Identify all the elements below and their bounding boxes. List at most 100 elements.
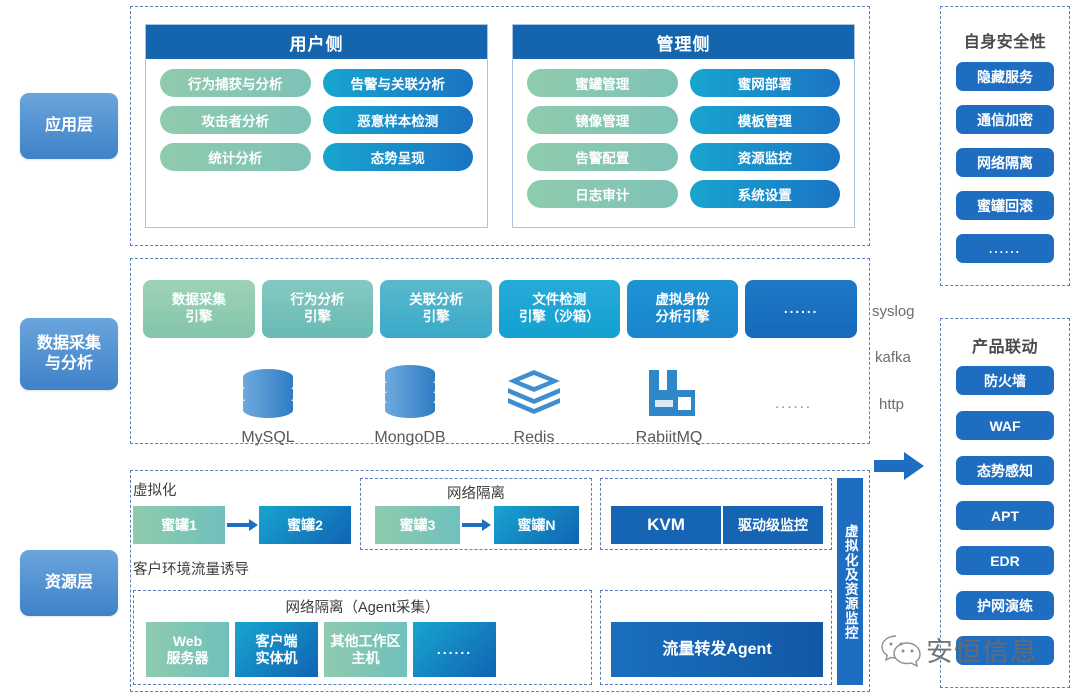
virtualization-resource-monitor-bar-label: 虚拟化及资源监控	[842, 523, 858, 640]
wechat-icon	[881, 634, 921, 667]
honeypot-n-label: 蜜罐N	[517, 516, 556, 533]
redis-stack-icon	[508, 370, 560, 414]
database-rabbitmq-label: RabiitMQ	[635, 429, 703, 446]
linkage-item-cyber-drill[interactable]: 护网演练	[956, 591, 1054, 620]
engine-data-collection[interactable]: 数据采集 引擎	[143, 280, 255, 338]
security-item-network-isolation[interactable]: 网络隔离	[956, 148, 1054, 177]
database-rabbitmq: RabiitMQ	[625, 366, 713, 447]
security-item-honeypot-rollback[interactable]: 蜜罐回滚	[956, 191, 1054, 220]
engine-correlation-analysis[interactable]: 关联分析 引擎	[380, 280, 493, 338]
product-linkage-container	[940, 318, 1070, 688]
driver-monitor-box[interactable]: 驱动级监控	[723, 506, 823, 544]
engine-virtual-identity-label: 虚拟身份 分析引擎	[655, 292, 710, 324]
app-item-system-settings[interactable]: 系统设置	[689, 180, 840, 208]
self-security-title: 自身安全性	[963, 34, 1047, 51]
agent-host-other-workspace[interactable]: 其他工作区 主机	[324, 622, 407, 677]
app-item-resource-monitor[interactable]: 资源监控	[689, 143, 840, 171]
protocol-syslog: syslog	[872, 303, 915, 320]
app-item-template-management[interactable]: 模板管理	[689, 106, 840, 134]
virtualization-resource-monitor-bar: 虚拟化及资源监控	[837, 478, 863, 685]
protocol-http: http	[879, 396, 905, 413]
data-flow-arrow-icon	[874, 450, 926, 487]
app-item-attacker-analysis[interactable]: 攻击者分析	[160, 106, 311, 134]
watermark: 安恒信息	[880, 630, 1038, 669]
self-security-items: 隐藏服务 通信加密 网络隔离 蜜罐回滚 ......	[956, 62, 1054, 263]
honeypot-n[interactable]: 蜜罐N	[494, 506, 579, 544]
layer-tag-data: 数据采集 与分析	[20, 318, 118, 390]
database-mongodb: MongoDB	[365, 364, 455, 447]
linkage-item-waf[interactable]: WAF	[956, 411, 1054, 440]
engine-correlation-analysis-label: 关联分析 引擎	[409, 292, 464, 324]
linkage-item-situation-awareness[interactable]: 态势感知	[956, 456, 1054, 485]
protocol-kafka: kafka	[875, 349, 911, 366]
agent-host-web-server[interactable]: Web 服务器	[146, 622, 229, 677]
engine-behavior-analysis[interactable]: 行为分析 引擎	[261, 280, 374, 338]
agent-isolation-container	[133, 590, 592, 685]
engine-file-detection-sandbox[interactable]: 文件检测 引擎（沙箱）	[499, 280, 620, 338]
kvm-box[interactable]: KVM	[611, 506, 721, 544]
app-item-behavior-capture[interactable]: 行为捕获与分析	[160, 69, 311, 97]
app-item-malware-detection[interactable]: 恶意样本检测	[322, 106, 473, 134]
databases-more: ......	[775, 395, 813, 412]
linkage-item-obscured[interactable]	[956, 636, 1054, 665]
kvm-group-container	[600, 478, 832, 550]
database-mongodb-label: MongoDB	[374, 429, 446, 446]
database-mysql: MySQL	[228, 368, 308, 447]
panel-user-side-title: 用户侧	[146, 25, 487, 59]
application-layer-container	[130, 6, 870, 246]
traffic-forward-agent-label: 流量转发Agent	[662, 640, 772, 658]
security-item-more[interactable]: ......	[956, 234, 1054, 263]
app-item-alert-correlation[interactable]: 告警与关联分析	[322, 69, 473, 97]
resource-layer-container	[130, 470, 870, 692]
linkage-item-apt[interactable]: APT	[956, 501, 1054, 530]
traffic-agent-container	[600, 590, 832, 685]
agent-host-client-machine-label: 客户端 实体机	[255, 632, 298, 666]
database-redis: Redis	[498, 368, 570, 447]
traffic-forward-agent[interactable]: 流量转发Agent	[611, 622, 823, 677]
data-layer-container	[130, 258, 870, 444]
layer-tag-data-label: 数据采集 与分析	[36, 335, 101, 372]
self-security-container	[940, 6, 1070, 286]
engine-file-detection-sandbox-label: 文件检测 引擎（沙箱）	[518, 292, 600, 324]
watermark-text: 安恒信息	[926, 637, 1038, 667]
app-item-image-management[interactable]: 镜像管理	[527, 106, 678, 134]
driver-monitor-box-label: 驱动级监控	[738, 516, 808, 533]
agent-host-client-machine[interactable]: 客户端 实体机	[235, 622, 318, 677]
database-mysql-label: MySQL	[241, 429, 295, 446]
honeypot-arrow-1-icon	[227, 518, 259, 537]
honeypot-2-label: 蜜罐2	[287, 516, 323, 533]
app-item-alert-config[interactable]: 告警配置	[527, 143, 678, 171]
security-item-comm-encryption[interactable]: 通信加密	[956, 105, 1054, 134]
product-linkage-title: 产品联动	[971, 339, 1038, 356]
layer-tag-resource-label: 资源层	[44, 574, 93, 592]
database-redis-label: Redis	[513, 429, 555, 446]
engine-more-label: ......	[783, 300, 819, 316]
panel-user-side-right-column: 告警与关联分析 恶意样本检测 态势呈现	[322, 69, 473, 171]
product-linkage-items: 防火墙 WAF 态势感知 APT EDR 护网演练	[956, 366, 1054, 665]
app-item-log-audit[interactable]: 日志审计	[527, 180, 678, 208]
engine-more[interactable]: ......	[745, 280, 857, 338]
layer-tag-application-label: 应用层	[44, 117, 93, 135]
database-cylinder-icon	[385, 365, 435, 418]
security-item-hidden-service[interactable]: 隐藏服务	[956, 62, 1054, 91]
virtualization-label: 虚拟化	[133, 483, 177, 499]
app-item-statistics[interactable]: 统计分析	[160, 143, 311, 171]
app-item-honeypot-management[interactable]: 蜜罐管理	[527, 69, 678, 97]
linkage-item-edr[interactable]: EDR	[956, 546, 1054, 575]
panel-management-side-left-column: 蜜罐管理 镜像管理 告警配置 日志审计	[527, 69, 678, 208]
layer-tag-application: 应用层	[20, 93, 118, 159]
linkage-item-firewall[interactable]: 防火墙	[956, 366, 1054, 395]
app-item-honeynet-deploy[interactable]: 蜜网部署	[689, 69, 840, 97]
honeypot-3-label: 蜜罐3	[399, 516, 436, 533]
honeypot-3[interactable]: 蜜罐3	[375, 506, 460, 544]
honeypot-1-label: 蜜罐1	[161, 516, 197, 533]
network-isolation-group	[360, 478, 592, 550]
database-cylinder-icon	[243, 369, 293, 418]
honeypot-2[interactable]: 蜜罐2	[259, 506, 351, 544]
honeypot-1[interactable]: 蜜罐1	[133, 506, 225, 544]
engine-virtual-identity[interactable]: 虚拟身份 分析引擎	[626, 280, 739, 338]
agent-host-more[interactable]: ......	[413, 622, 496, 677]
panel-user-side: 用户侧 行为捕获与分析 攻击者分析 统计分析 告警与关联分析 恶意样本检测 态势…	[145, 24, 488, 228]
app-item-situation-display[interactable]: 态势呈现	[322, 143, 473, 171]
agent-isolation-label: 网络隔离（Agent采集）	[285, 600, 440, 616]
